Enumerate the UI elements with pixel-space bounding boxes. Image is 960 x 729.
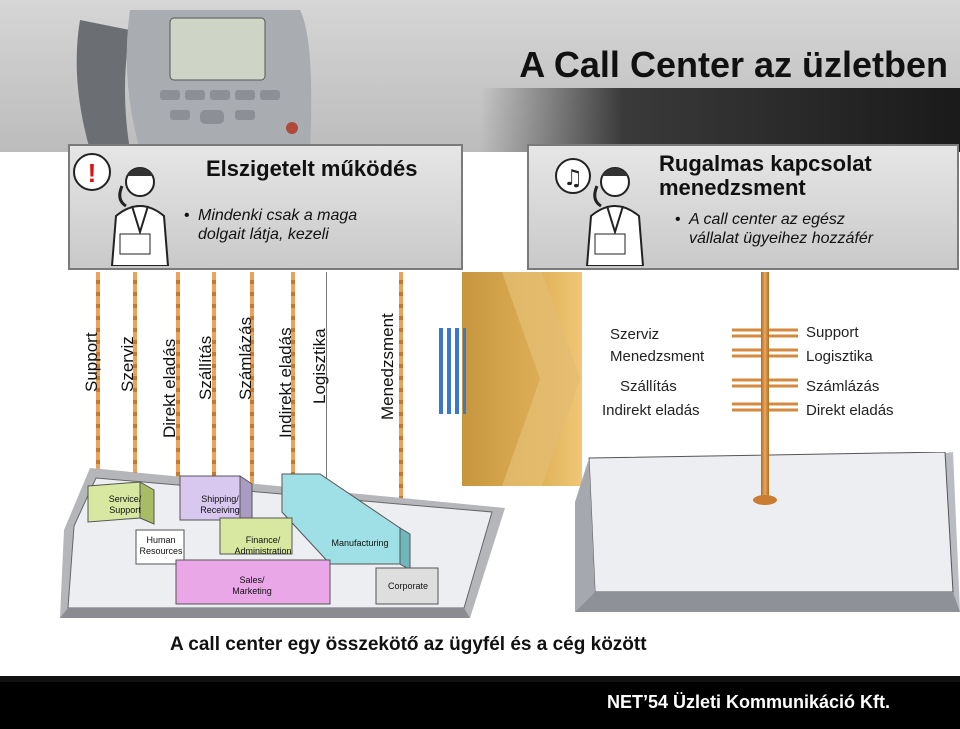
box-finance-administration: Finance/ Administration xyxy=(234,535,292,556)
rp-right-4: Direkt eladás xyxy=(806,402,894,419)
card-left-title: Elszigetelt működés xyxy=(206,156,418,181)
fiber-support xyxy=(96,272,100,502)
card-isolated-operation: ! Elszigetelt működés • Mindenki csak a … xyxy=(68,144,463,270)
alert-bubble-icon: ! xyxy=(73,153,111,191)
rp-left-2: Menedzsment xyxy=(610,348,705,365)
dept-label-logisztika: Logisztika xyxy=(310,328,329,404)
rp-left-3: Szállítás xyxy=(620,378,677,395)
man-on-phone-icon xyxy=(585,167,645,266)
footer-divider xyxy=(0,676,960,682)
fiber-szamlazas xyxy=(250,272,254,582)
rp-right-1: Support xyxy=(806,324,859,341)
box-service-support: Service/ Support xyxy=(108,494,142,515)
box-shipping-receiving: Shipping/ Receiving xyxy=(200,494,240,515)
pole-base xyxy=(753,495,777,505)
page-title: A Call Center az üzletben xyxy=(519,44,948,85)
unified-platform xyxy=(575,452,960,612)
desk-phone-image xyxy=(76,10,312,150)
rp-right-2: Logisztika xyxy=(806,348,873,365)
fiber-direkt-eladas xyxy=(176,272,180,592)
rp-left-4: Indirekt eladás xyxy=(602,402,700,419)
isolated-platform xyxy=(60,468,505,618)
card-right-bullet: • A call center az egész vállalat ügyeih… xyxy=(675,211,874,247)
arrow-shape xyxy=(462,272,580,486)
dept-label-szamlazas: Számlázás xyxy=(236,316,255,400)
fiber-menedzsment xyxy=(399,272,403,572)
dept-label-support: Support xyxy=(82,332,101,392)
rp-right-3: Számlázás xyxy=(806,378,880,395)
box-human-resources: Human Resources xyxy=(139,535,183,556)
footer-bar xyxy=(0,682,960,729)
card-left-bullet: • Mindenki csak a maga dolgait látja, ke… xyxy=(184,207,358,243)
svg-text:♫: ♫ xyxy=(563,166,583,191)
music-bubble-icon: ♫ xyxy=(555,158,591,194)
dept-label-szallitas: Szállítás xyxy=(196,335,215,400)
header-dark-band xyxy=(480,88,960,152)
line-logisztika xyxy=(326,272,327,542)
box-sales-marketing: Sales/ Marketing xyxy=(232,575,272,596)
card-right-title: Rugalmas kapcsolat menedzsment xyxy=(659,151,872,200)
box-corporate: Corporate xyxy=(387,581,429,591)
dept-label-menedzsment: Menedzsment xyxy=(378,313,397,420)
footer-company: NET’54 Üzleti Kommunikáció Kft. xyxy=(606,692,890,712)
bottom-caption: A call center egy összekötő az ügyfél és… xyxy=(170,634,647,655)
fiber-indirekt-eladas xyxy=(291,272,295,532)
dept-label-direkt-eladas: Direkt eladás xyxy=(160,338,179,438)
svg-text:!: ! xyxy=(88,158,97,188)
man-on-phone-icon xyxy=(110,167,170,266)
fiber-szallitas xyxy=(212,272,216,512)
blue-bars-icon xyxy=(439,328,466,414)
rp-left-1: Szerviz xyxy=(610,326,660,343)
central-connector-pole xyxy=(761,272,769,504)
dept-label-indirekt-eladas: Indirekt eladás xyxy=(276,327,295,438)
dept-label-szerviz: Szerviz xyxy=(118,336,137,392)
card-flexible-relationship: ♫ Rugalmas kapcsolat menedzsment • A cal… xyxy=(527,144,959,270)
box-manufacturing: Manufacturing xyxy=(331,538,389,548)
fiber-szerviz xyxy=(133,272,137,540)
